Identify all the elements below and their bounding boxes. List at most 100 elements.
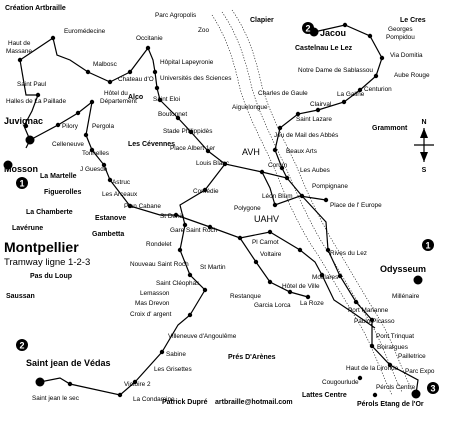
terminus-saint-jean: Saint jean de Védas	[26, 358, 111, 368]
station-nouveau-st-roch: Nouveau Saint Roch	[130, 261, 189, 268]
station-la-rose: La Roze	[300, 300, 324, 307]
terminus-mosson: Mosson	[4, 164, 38, 174]
station-via-domitia: Via Domitia	[390, 52, 423, 59]
station-saint-eloi: Saint Eloi	[153, 96, 180, 103]
station-haut-massane-2: Massane	[6, 48, 32, 55]
station-haut-lironde: Haut de la Lironde	[346, 365, 399, 372]
station-parc-agropolis: Parc Agropolis	[155, 12, 196, 19]
station-universites: Universités des Sciences	[160, 75, 231, 82]
line-1-west-links	[85, 101, 376, 329]
station-corum: Corum	[268, 162, 287, 169]
station-place-albert: Place Albert 1er	[170, 145, 216, 152]
area-alco: Alco	[128, 94, 143, 101]
station-labels: Parc Agropolis Zoo Euromédecine Occitani…	[6, 12, 435, 403]
area-estanove: Estanove	[95, 215, 126, 222]
station-occitanie: Occitanie	[136, 35, 163, 42]
station-hotel-departement-2: Département	[100, 98, 137, 105]
station-pompignane: Pompignane	[312, 183, 348, 190]
badge-saint-jean: 2	[19, 341, 24, 351]
station-saint-jean-sec: Saint jean le sec	[32, 395, 80, 402]
area-le-cres: Le Cres	[400, 17, 426, 24]
station-euromedecine: Euromédecine	[64, 28, 106, 35]
station-les-grisettes: Les Grisettes	[154, 366, 192, 373]
station-parc-expo: Parc Expo	[405, 368, 435, 375]
station-uahv: UAHV	[254, 214, 279, 224]
station-hopital: Hôpital Lapeyronie	[160, 59, 214, 66]
station-notre-dame: Notre Dame de Sablassou	[298, 67, 373, 74]
station-pl-carnot: Pl Carnot	[252, 239, 279, 246]
station-dots	[17, 22, 393, 398]
station-beaux-arts: Beaux Arts	[286, 148, 317, 155]
compass: N S	[414, 119, 434, 174]
terminus-jacou: Jacou	[320, 28, 346, 38]
station-perols-centre: Pérols Centre	[376, 384, 416, 391]
station-plan-cabane: Plan Cabane	[124, 203, 161, 210]
map-subtitle: Tramway ligne 1-2-3	[4, 257, 90, 268]
area-castelnau: Castelnau Le Lez	[295, 45, 353, 52]
area-saussan: Saussan	[6, 293, 35, 300]
station-polygone: Polygone	[234, 205, 261, 212]
station-garcia-lorca: Garcia Lorca	[254, 302, 291, 309]
station-la-condamine: La Condamine	[133, 396, 175, 403]
footer-email: artbraille@hotmail.com	[215, 399, 293, 406]
station-saint-lazare: Saint Lazare	[296, 116, 332, 123]
station-georges-pompidou-2: Pompidou	[386, 34, 415, 41]
station-voltaire: Voltaire	[260, 251, 282, 258]
area-pres-arenes: Prés D'Arènes	[228, 354, 276, 361]
area-laverune: Lavérune	[12, 225, 43, 232]
station-celleneuve: Celleneuve	[52, 141, 84, 148]
station-malbosc: Malbosc	[93, 61, 118, 68]
station-zoo: Zoo	[198, 27, 209, 34]
station-port-marianne: Port Marianne	[348, 307, 389, 314]
station-st-martin: St Martin	[200, 264, 226, 271]
header-credit: Création Artbraille	[5, 5, 66, 12]
station-victoire-2: Victoire 2	[124, 381, 151, 388]
footer-author: Patrick Dupré	[162, 399, 208, 406]
station-croix-argent: Croix d' argent	[130, 311, 172, 318]
station-pont-trinquat: Pont Trinquat	[376, 333, 414, 340]
station-clairval: Clairval	[310, 101, 331, 108]
station-place-europe: Place de l' Europe	[330, 202, 382, 209]
station-millenaire: Millénaire	[392, 293, 420, 300]
station-gare: Gare Saint Roch	[170, 227, 218, 234]
station-louis-blanc: Louis Blanc	[196, 160, 230, 167]
badge-perols: 3	[430, 384, 435, 394]
station-st-denis: St Denis	[160, 213, 184, 220]
station-moulares: Moulares	[312, 274, 338, 281]
station-tonnelles: Tonnelles	[82, 150, 109, 157]
terminus-perols: Pérols Etang de l'Or	[357, 401, 424, 408]
station-comedie: Comédie	[193, 188, 219, 195]
station-centurion: Centurion	[364, 86, 392, 93]
station-pilory: Pilory	[62, 123, 79, 130]
station-la-galine: La Galine	[337, 91, 365, 98]
line-1	[19, 37, 419, 395]
area-pas-du-loup: Pas du Loup	[30, 273, 72, 280]
station-stade-philippides: Stade Philippidès	[163, 128, 212, 135]
station-boutonnet: Boutonnet	[158, 111, 187, 118]
station-astruc: Astruc	[112, 179, 131, 186]
station-aube-rouge: Aube Rouge	[394, 72, 430, 79]
area-figuerolles: Figuerolles	[44, 189, 81, 196]
line-badges: 2 1 1 2 3	[16, 22, 439, 394]
station-sabine: Sabine	[166, 351, 186, 358]
station-saint-paul: Saint Paul	[17, 81, 46, 88]
station-chateau-o: Chateau d'O	[118, 76, 154, 83]
station-cougourlude: Cougourlude	[322, 379, 359, 386]
station-halles-paillade: Halles de La Paillade	[6, 98, 66, 105]
badge-odysseum: 1	[425, 241, 430, 251]
terminus-dots	[3, 27, 423, 399]
station-les-aubes: Les Aubes	[300, 167, 330, 174]
station-hotel-departement-1: Hôtel du	[104, 90, 128, 97]
terminus-juvignac: Juvignac	[4, 116, 43, 126]
station-avh: AVH	[242, 147, 260, 157]
area-la-martelle: La Martelle	[40, 173, 77, 180]
station-jeu-mail: Jeu de Mail des Abbés	[274, 132, 338, 139]
area-clapier: Clapier	[250, 17, 274, 24]
badge-jacou: 2	[305, 24, 310, 34]
compass-south: S	[422, 167, 427, 174]
station-mas-drevon: Mas Drevon	[135, 300, 170, 307]
area-les-cevennes: Les Cévennes	[128, 141, 175, 148]
station-les-arceaux: Les Arceaux	[102, 191, 138, 198]
station-hotel-ville: Hôtel de Ville	[282, 283, 320, 290]
